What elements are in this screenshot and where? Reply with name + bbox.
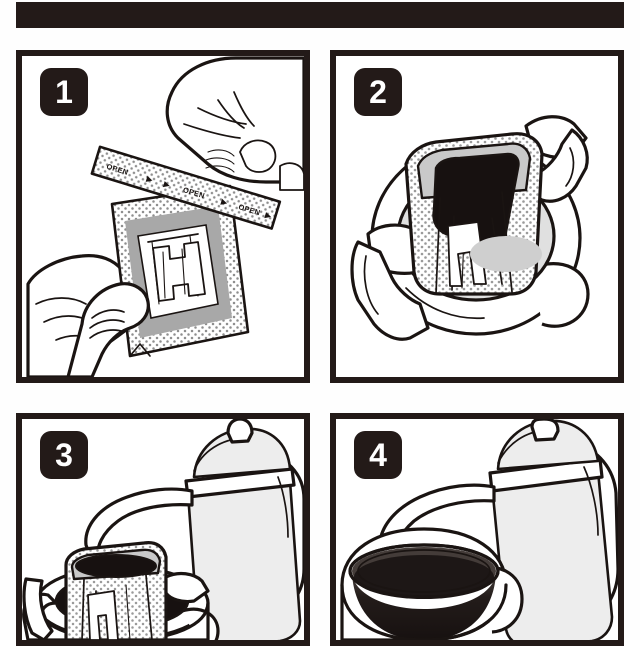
step-badge-2: 2 <box>354 68 402 116</box>
step-badge-4: 4 <box>354 431 402 479</box>
hanger-tab-left <box>22 577 54 640</box>
panel-3-artwork-area <box>22 419 304 640</box>
step-number-1: 1 <box>55 74 73 110</box>
step-panel-1: OPEN ▶ ▶ OPEN ▶ OPEN ▶ <box>16 50 310 383</box>
step-badge-1: 1 <box>40 68 88 116</box>
illustration-pouring-into-mug <box>340 419 618 640</box>
tear-strip: OPEN ▶ ▶ OPEN ▶ OPEN ▶ <box>90 145 282 230</box>
step-panel-2: 2 <box>330 50 624 383</box>
kettle <box>378 419 618 640</box>
illustration-pouring-into-bag <box>22 419 304 640</box>
illustration-bag-on-mug <box>350 115 590 341</box>
step-number-3: 3 <box>55 437 73 473</box>
drip-bag <box>64 541 210 640</box>
tear-strip-marker-4: ▶ <box>263 210 272 221</box>
step-panel-4: 4 <box>330 413 624 646</box>
kettle <box>84 419 304 640</box>
step-panel-3: 3 <box>16 413 310 646</box>
illustration-open-sachet: OPEN ▶ ▶ OPEN ▶ OPEN ▶ <box>26 56 304 377</box>
mug-inner-shadow <box>470 236 542 272</box>
tear-strip-marker-1: ▶ <box>145 174 154 185</box>
mug <box>340 527 524 640</box>
right-hand <box>165 56 304 191</box>
step-number-2: 2 <box>369 74 387 110</box>
header-bar <box>16 2 624 28</box>
tear-strip-marker-3: ▶ <box>219 197 228 208</box>
left-thumb <box>66 282 150 377</box>
tear-strip-marker-2: ▶ <box>162 179 171 190</box>
step-number-4: 4 <box>369 437 387 473</box>
step-badge-3: 3 <box>40 431 88 479</box>
panel-1-artwork-area: OPEN ▶ ▶ OPEN ▶ OPEN ▶ <box>22 56 304 377</box>
panel-2-artwork-area <box>336 56 618 377</box>
panel-4-artwork-area <box>336 419 618 640</box>
